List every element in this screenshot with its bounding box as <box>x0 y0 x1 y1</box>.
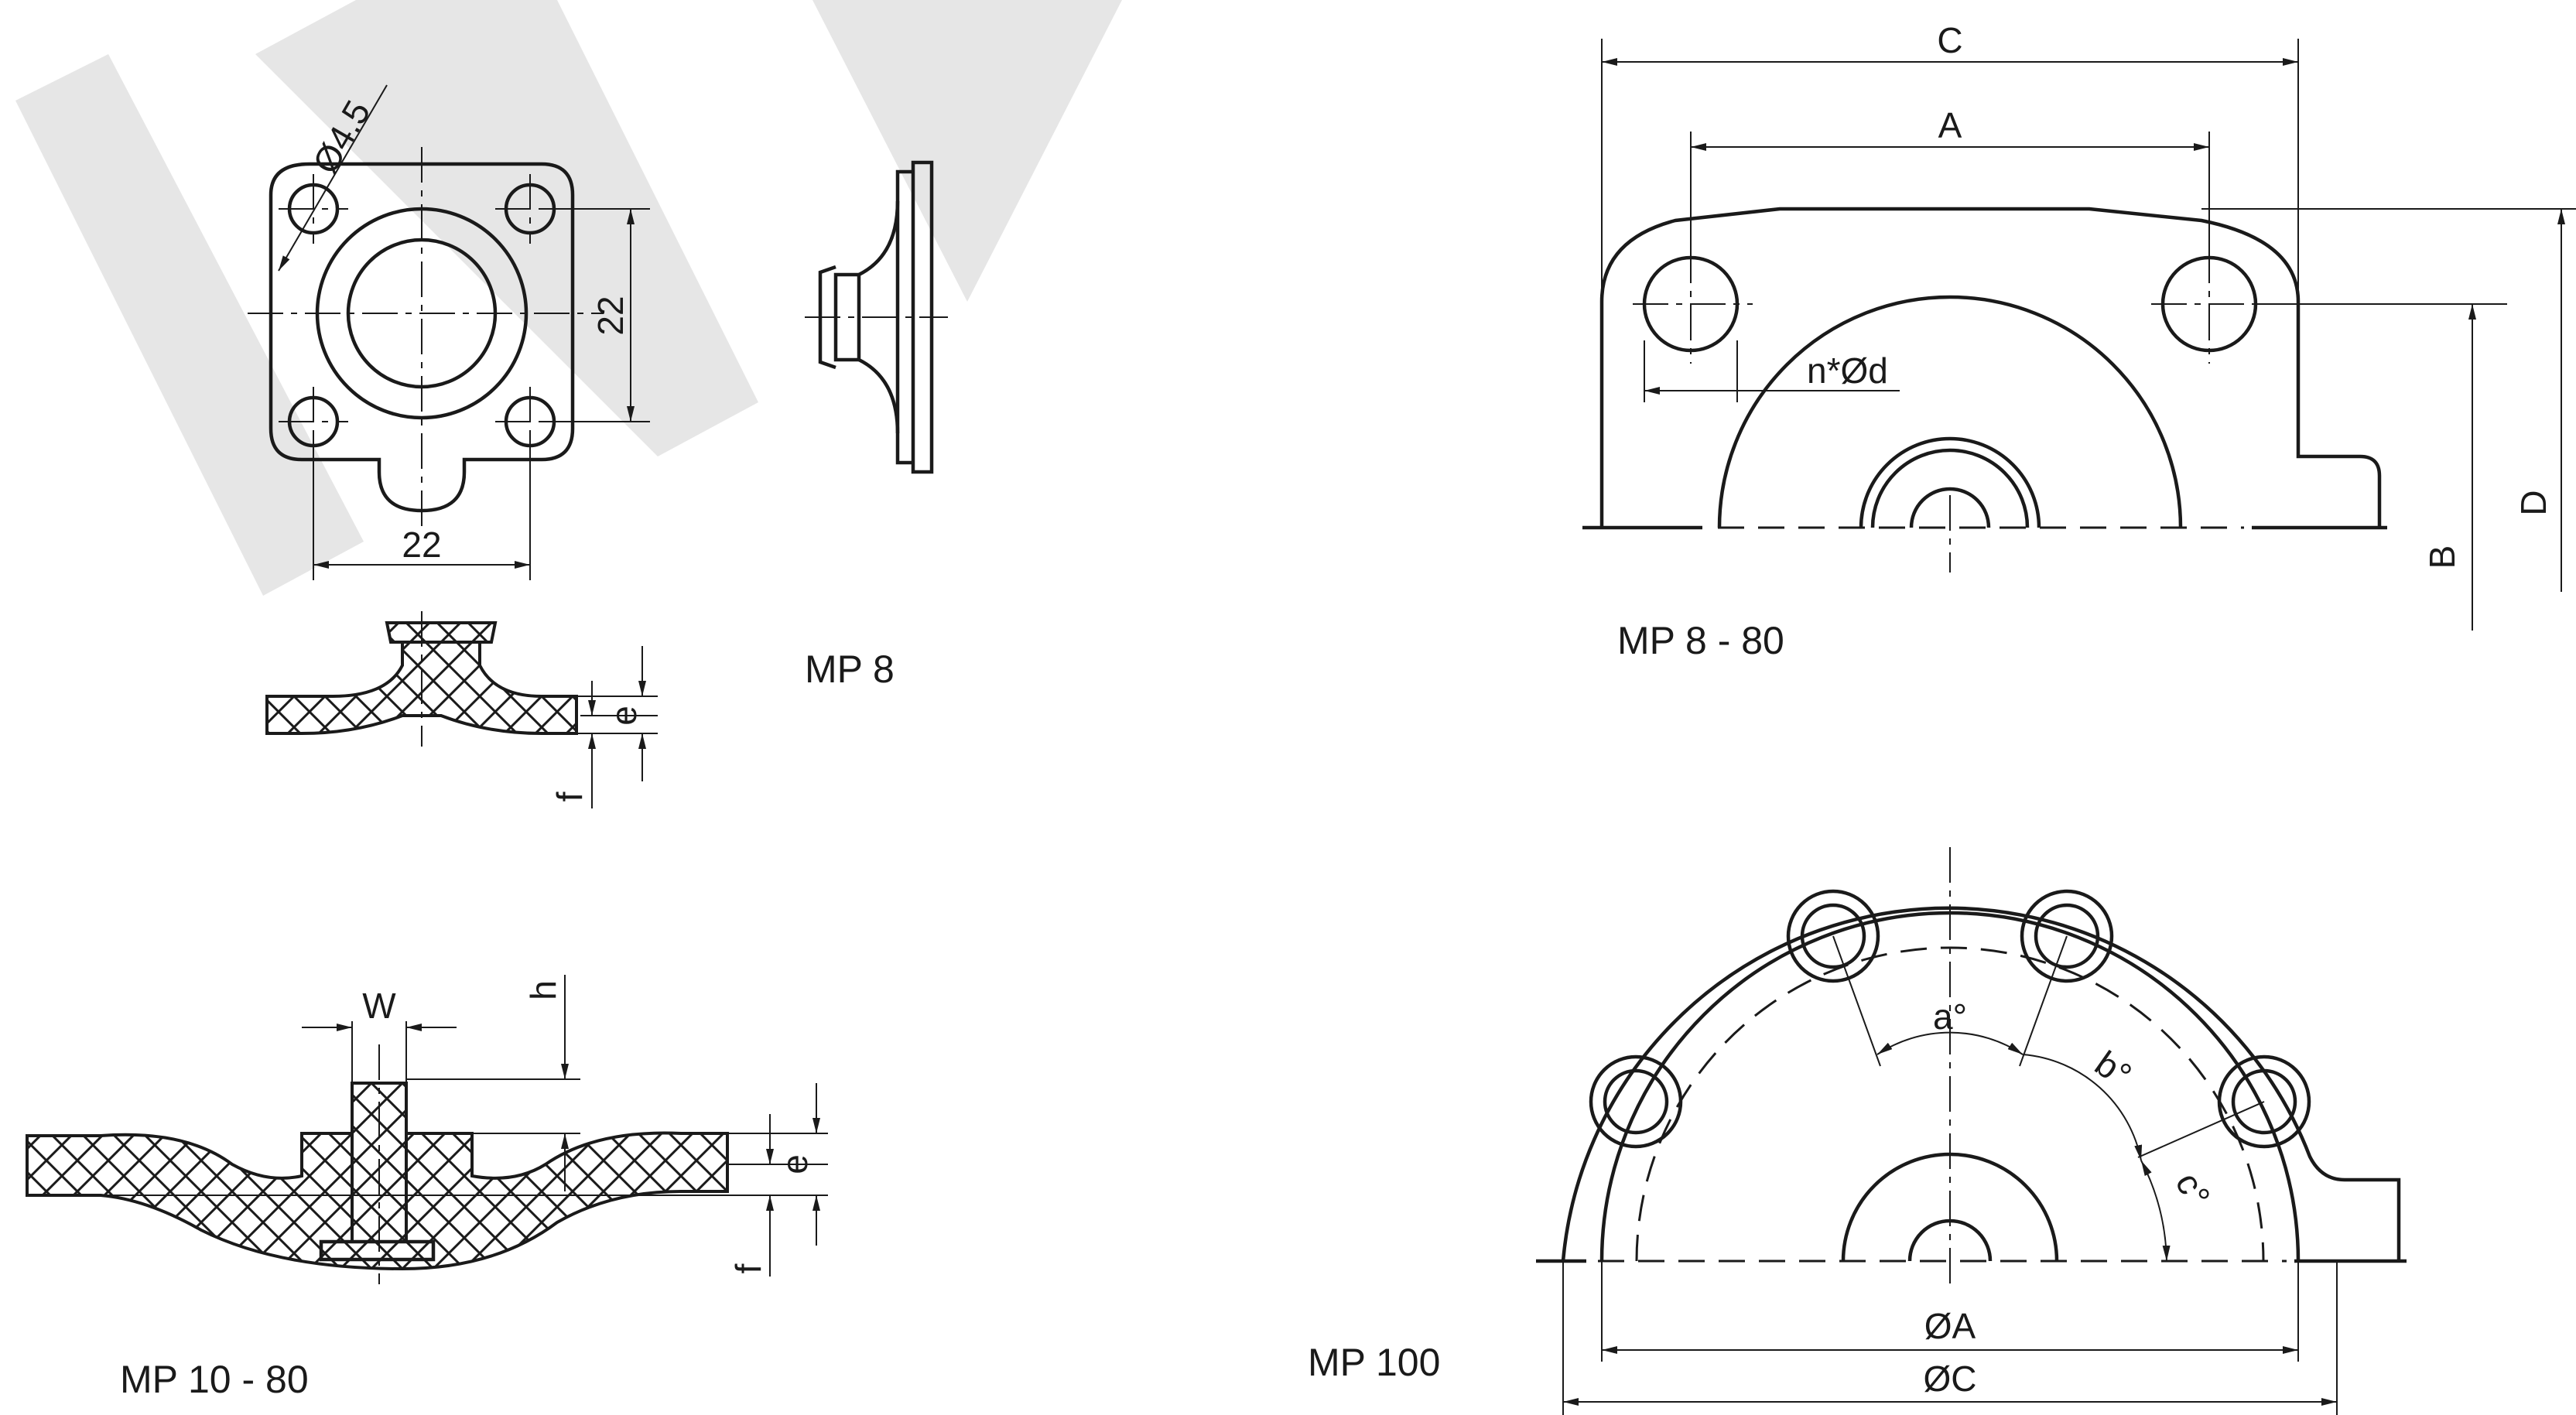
mp8-80-view <box>1582 39 2576 631</box>
watermark <box>15 0 1122 596</box>
mp100-a-diameter: ØA <box>1924 1306 1976 1346</box>
mp100-b-angle: b° <box>2088 1043 2139 1095</box>
mp10-f-label: f <box>728 1263 768 1273</box>
mp8-80-d-label: D <box>2513 490 2554 515</box>
mp8-side-view <box>805 160 948 474</box>
mp8-f-label: f <box>549 791 590 801</box>
mp100-c-angle: c° <box>2167 1166 2218 1213</box>
mp100-title: MP 100 <box>1308 1341 1440 1384</box>
mp8-80-a-label: A <box>1938 105 1962 145</box>
mp8-height-dim: 22 <box>590 296 631 335</box>
mp10-80-section-view <box>26 975 828 1284</box>
mp8-80-hole-label: n*Ød <box>1807 350 1888 391</box>
mp8-width-dim: 22 <box>402 525 441 565</box>
mp10-w-label: W <box>362 986 396 1026</box>
mp8-80-c-label: C <box>1937 20 1962 60</box>
mp8-80-title: MP 8 - 80 <box>1617 619 1784 662</box>
mp8-top-view <box>248 84 650 580</box>
mp100-a-angle: a° <box>1933 996 1967 1037</box>
mp8-section-view <box>265 611 658 808</box>
mp10-80-title: MP 10 - 80 <box>120 1358 309 1401</box>
mp10-h-label: h <box>523 980 563 1000</box>
mp100-c-diameter: ØC <box>1924 1359 1977 1399</box>
mp8-e-label: e <box>604 706 644 726</box>
mp10-e-label: e <box>775 1154 815 1174</box>
mp100-view <box>1536 847 2407 1415</box>
mp8-title: MP 8 <box>805 648 895 691</box>
mp8-80-b-label: B <box>2422 545 2462 569</box>
